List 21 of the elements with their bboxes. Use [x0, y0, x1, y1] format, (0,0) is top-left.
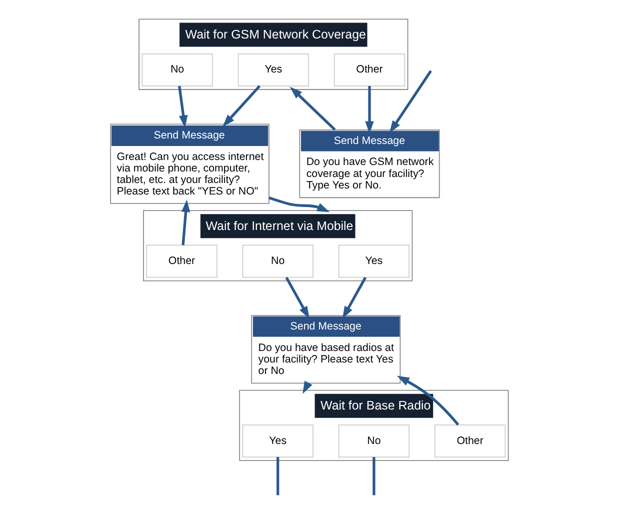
- node-box: Yes: [237, 53, 308, 86]
- node-box: No: [338, 424, 410, 458]
- connector: [372, 457, 375, 496]
- arrow: [222, 85, 260, 127]
- arrow: [364, 86, 374, 134]
- node-box: No: [242, 244, 313, 278]
- node-box: No: [141, 53, 212, 86]
- node-box: Other: [146, 244, 217, 278]
- arrow: [396, 376, 459, 426]
- arrow: [342, 276, 366, 319]
- arrow: [268, 196, 330, 212]
- arrow: [388, 70, 432, 134]
- node-box: Other: [434, 424, 506, 458]
- arrow: [178, 86, 188, 128]
- node-box: Yes: [242, 424, 313, 458]
- node-box: Yes: [338, 244, 410, 278]
- arrow: [284, 276, 309, 319]
- arrow: [180, 200, 190, 246]
- arrow: [289, 86, 336, 131]
- node-box: Other: [333, 53, 405, 86]
- connector: [276, 457, 279, 496]
